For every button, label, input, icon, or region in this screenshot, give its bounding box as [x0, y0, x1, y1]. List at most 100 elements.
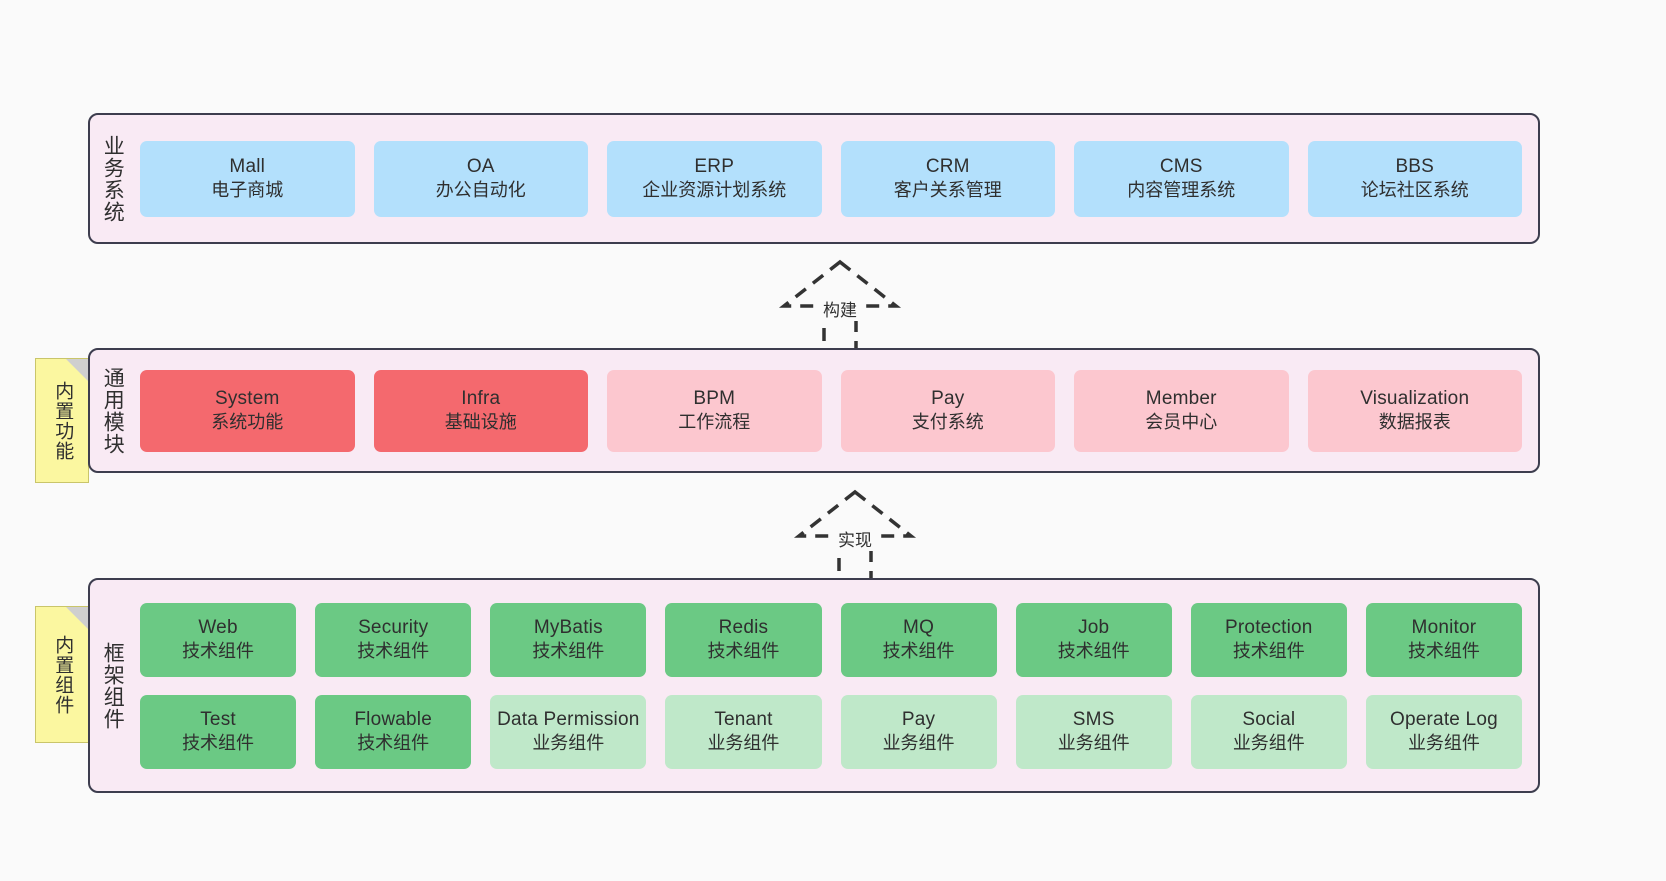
common-modules-row: System 系统功能 Infra 基础设施 BPM 工作流程 Pay 支付系统…: [140, 369, 1522, 452]
card-member-cn: 会员中心: [1145, 412, 1218, 433]
layer-common-modules-body: System 系统功能 Infra 基础设施 BPM 工作流程 Pay 支付系统…: [134, 350, 1538, 471]
card-bpm-en: BPM: [693, 387, 736, 409]
card-data-permission-cn: 业务组件: [532, 733, 605, 754]
card-operate-log[interactable]: Operate Log 业务组件: [1365, 694, 1522, 769]
card-bbs-cn: 论坛社区系统: [1360, 180, 1469, 201]
card-security-cn: 技术组件: [357, 641, 430, 662]
card-infra-en: Infra: [461, 387, 501, 409]
card-web-en: Web: [198, 616, 238, 638]
card-erp[interactable]: ERP 企业资源计划系统: [607, 140, 822, 217]
card-redis-en: Redis: [718, 616, 769, 638]
relation-build: 构建: [760, 258, 920, 362]
card-social[interactable]: Social 业务组件: [1190, 694, 1347, 769]
card-crm-en: CRM: [925, 155, 970, 177]
card-security-en: Security: [358, 616, 429, 638]
card-member-en: Member: [1145, 387, 1217, 409]
card-erp-en: ERP: [694, 155, 735, 177]
card-cms-en: CMS: [1159, 155, 1203, 177]
card-mybatis-cn: 技术组件: [532, 641, 605, 662]
card-pay-component-en: Pay: [901, 708, 936, 730]
card-bpm-cn: 工作流程: [678, 412, 751, 433]
card-mybatis[interactable]: MyBatis 技术组件: [490, 602, 647, 677]
card-sms[interactable]: SMS 业务组件: [1015, 694, 1172, 769]
card-web-cn: 技术组件: [182, 641, 255, 662]
card-crm-cn: 客户关系管理: [893, 180, 1002, 201]
card-member[interactable]: Member 会员中心: [1074, 369, 1289, 452]
card-protection[interactable]: Protection 技术组件: [1190, 602, 1347, 677]
card-flowable-en: Flowable: [354, 708, 432, 730]
card-visualization-en: Visualization: [1360, 387, 1470, 409]
card-bbs[interactable]: BBS 论坛社区系统: [1307, 140, 1522, 217]
layer-common-modules[interactable]: 通用模块 System 系统功能 Infra 基础设施 BPM 工作流程 Pay…: [88, 348, 1540, 473]
layer-business-systems-body: Mall 电子商城 OA 办公自动化 ERP 企业资源计划系统 CRM 客户关系…: [134, 115, 1538, 242]
note-builtin-components[interactable]: 内置组件: [35, 606, 89, 743]
card-mq-cn: 技术组件: [882, 641, 955, 662]
card-protection-en: Protection: [1225, 616, 1313, 638]
relation-build-label: 构建: [821, 296, 859, 321]
card-redis[interactable]: Redis 技术组件: [665, 602, 822, 677]
card-cms-cn: 内容管理系统: [1127, 180, 1236, 201]
card-mall-en: Mall: [229, 155, 266, 177]
note-builtin-components-text: 内置组件: [52, 634, 74, 715]
card-mq[interactable]: MQ 技术组件: [840, 602, 997, 677]
card-social-en: Social: [1242, 708, 1296, 730]
layer-business-systems[interactable]: 业务系统 Mall 电子商城 OA 办公自动化 ERP 企业资源计划系统 CRM…: [88, 113, 1540, 244]
card-monitor-en: Monitor: [1411, 616, 1477, 638]
layer-common-modules-label: 通用模块: [101, 366, 125, 455]
framework-components-row-1: Web 技术组件 Security 技术组件 MyBatis 技术组件 Redi…: [140, 602, 1522, 677]
business-systems-row: Mall 电子商城 OA 办公自动化 ERP 企业资源计划系统 CRM 客户关系…: [140, 140, 1522, 217]
relation-implement: 实现: [775, 488, 935, 592]
card-visualization-cn: 数据报表: [1378, 412, 1451, 433]
card-pay-module[interactable]: Pay 支付系统: [840, 369, 1055, 452]
card-mybatis-en: MyBatis: [533, 616, 603, 638]
card-job[interactable]: Job 技术组件: [1015, 602, 1172, 677]
card-mall[interactable]: Mall 电子商城: [140, 140, 355, 217]
card-visualization[interactable]: Visualization 数据报表: [1307, 369, 1522, 452]
card-security[interactable]: Security 技术组件: [315, 602, 472, 677]
layer-business-systems-label: 业务系统: [101, 134, 125, 223]
card-oa[interactable]: OA 办公自动化: [373, 140, 588, 217]
card-system[interactable]: System 系统功能: [140, 369, 355, 452]
card-sms-cn: 业务组件: [1057, 733, 1130, 754]
card-mq-en: MQ: [903, 616, 935, 638]
card-test[interactable]: Test 技术组件: [140, 694, 297, 769]
card-bpm[interactable]: BPM 工作流程: [607, 369, 822, 452]
card-infra-cn: 基础设施: [444, 412, 517, 433]
card-mall-cn: 电子商城: [211, 180, 284, 201]
card-job-en: Job: [1078, 616, 1110, 638]
card-infra[interactable]: Infra 基础设施: [373, 369, 588, 452]
card-pay-component[interactable]: Pay 业务组件: [840, 694, 997, 769]
card-operate-log-en: Operate Log: [1390, 708, 1498, 730]
card-web[interactable]: Web 技术组件: [140, 602, 297, 677]
card-flowable-cn: 技术组件: [357, 733, 430, 754]
card-tenant[interactable]: Tenant 业务组件: [665, 694, 822, 769]
card-bbs-en: BBS: [1395, 155, 1435, 177]
relation-implement-label: 实现: [836, 526, 874, 551]
note-builtin-features[interactable]: 内置功能: [35, 358, 89, 483]
card-pay-module-cn: 支付系统: [911, 412, 984, 433]
card-sms-en: SMS: [1072, 708, 1115, 730]
card-cms[interactable]: CMS 内容管理系统: [1074, 140, 1289, 217]
card-pay-module-en: Pay: [931, 387, 965, 409]
layer-framework-components-label: 框架组件: [101, 641, 125, 730]
card-pay-component-cn: 业务组件: [882, 733, 955, 754]
card-operate-log-cn: 业务组件: [1407, 733, 1480, 754]
card-redis-cn: 技术组件: [707, 641, 780, 662]
note-builtin-features-text: 内置功能: [52, 380, 74, 461]
card-monitor[interactable]: Monitor 技术组件: [1365, 602, 1522, 677]
card-social-cn: 业务组件: [1232, 733, 1305, 754]
card-oa-cn: 办公自动化: [435, 180, 526, 201]
card-flowable[interactable]: Flowable 技术组件: [315, 694, 472, 769]
card-tenant-en: Tenant: [714, 708, 773, 730]
card-data-permission-en: Data Permission: [497, 708, 640, 730]
card-system-cn: 系统功能: [211, 412, 284, 433]
card-data-permission[interactable]: Data Permission 业务组件: [490, 694, 647, 769]
framework-components-row-2: Test 技术组件 Flowable 技术组件 Data Permission …: [140, 694, 1522, 769]
card-job-cn: 技术组件: [1057, 641, 1130, 662]
card-crm[interactable]: CRM 客户关系管理: [840, 140, 1055, 217]
card-monitor-cn: 技术组件: [1407, 641, 1480, 662]
layer-framework-components[interactable]: 框架组件 Web 技术组件 Security 技术组件 MyBatis 技术组件…: [88, 578, 1540, 793]
card-protection-cn: 技术组件: [1232, 641, 1305, 662]
card-system-en: System: [214, 387, 280, 409]
card-oa-en: OA: [466, 155, 495, 177]
